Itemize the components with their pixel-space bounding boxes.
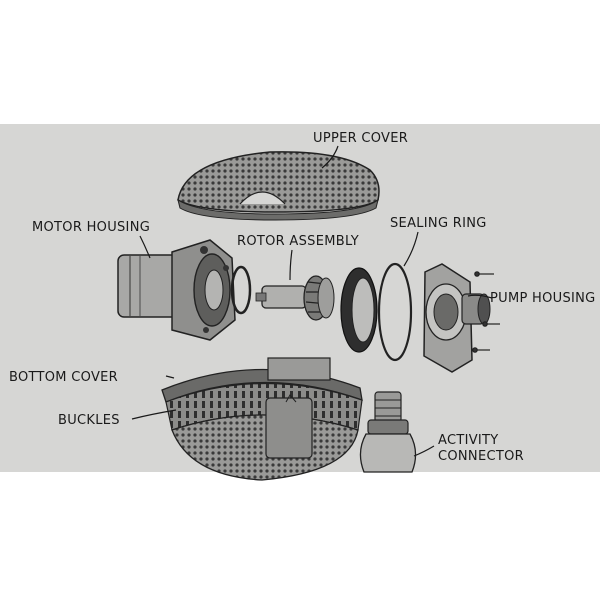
- motor-housing-part: [117, 239, 236, 341]
- sealing-ring-part: [377, 262, 413, 362]
- pump-housing-part: [423, 263, 491, 373]
- motor-housing-leader: [139, 235, 151, 259]
- bottom-cover-label: BOTTOM COVER: [9, 370, 118, 385]
- pump-screws: [472, 271, 500, 353]
- pump-housing-leader: [467, 294, 493, 299]
- sealing-ring-label: SEALING RING: [390, 216, 487, 231]
- rotor-assembly-part: [255, 275, 335, 321]
- bottom-cover-part: [161, 357, 363, 481]
- buckles-label: BUCKLES: [58, 413, 120, 428]
- pump-housing-label: PUMP HOUSING: [490, 291, 596, 306]
- threaded-ring-part: [340, 267, 378, 353]
- activity-connector-label-line1: ACTIVITY: [438, 433, 499, 448]
- upper-cover-label: UPPER COVER: [313, 131, 408, 146]
- activity-connector-label-line2: CONNECTOR: [438, 449, 524, 464]
- rotor-assembly-label: ROTOR ASSEMBLY: [237, 234, 359, 249]
- upper-cover-part: [177, 151, 380, 221]
- motor-housing-label: MOTOR HOUSING: [32, 220, 150, 235]
- sealing-ring-leader: [403, 231, 419, 267]
- bottom-cover-leader: [165, 375, 175, 379]
- buckles-leader: [131, 409, 177, 420]
- rotor-assembly-leader: [289, 249, 293, 281]
- upper-cover-leader: [321, 145, 339, 169]
- motor-o-ring-part: [230, 265, 252, 315]
- activity-connector-part: [359, 391, 417, 473]
- activity-connector-leader: [413, 445, 435, 457]
